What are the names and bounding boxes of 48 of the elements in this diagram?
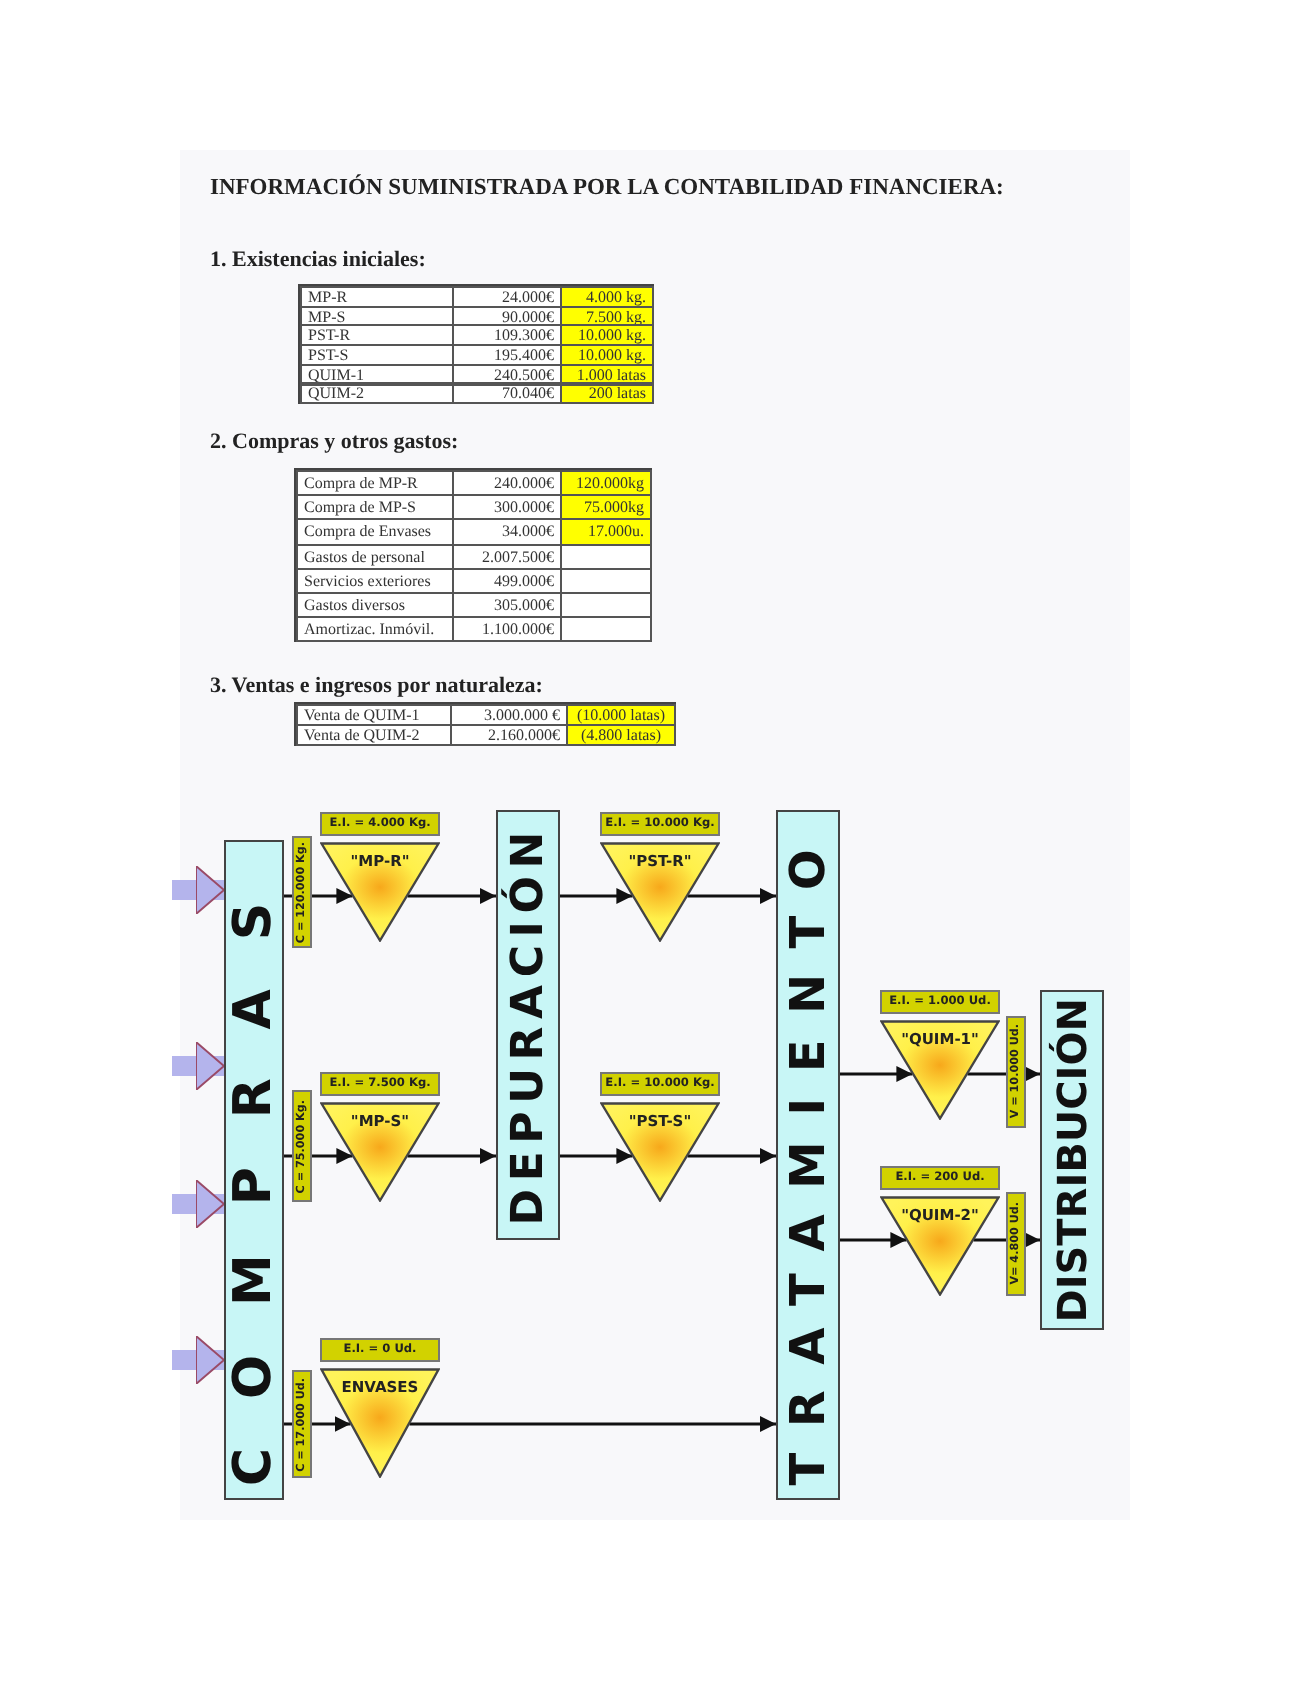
section-heading: 3. Ventas e ingresos por naturaleza: — [210, 674, 543, 698]
arrow — [407, 1148, 496, 1164]
arrow — [687, 888, 776, 904]
table-cell: 75.000kg — [560, 494, 652, 521]
block-arrow — [172, 1335, 225, 1385]
section-heading: 1. Existencias iniciales: — [210, 248, 426, 272]
section-heading: 2. Compras y otros gastos: — [210, 430, 459, 454]
table-cell: 2.160.000€ — [450, 723, 568, 746]
arrow — [560, 888, 633, 904]
stock-triangle — [320, 1368, 440, 1478]
table-cell: 10.000 kg. — [560, 344, 654, 366]
table-cell: Venta de QUIM-2 — [296, 723, 452, 746]
arrow — [407, 888, 496, 904]
stage-box — [776, 810, 840, 1500]
stock-triangle — [600, 842, 720, 942]
block-arrow — [172, 1041, 225, 1091]
stock-triangle — [320, 1102, 440, 1202]
table-cell: 10.000 kg. — [560, 324, 654, 347]
table-cell: 4.000 kg. — [560, 286, 654, 308]
stock-triangle — [880, 1020, 1000, 1120]
table-cell: 17.000u. — [560, 518, 652, 546]
arrow — [840, 1066, 913, 1082]
arrow — [560, 1148, 633, 1164]
table-cell: Venta de QUIM-1 — [296, 704, 452, 726]
stage-label: DEPURACIÓN — [503, 824, 553, 1226]
block-arrow — [172, 865, 225, 915]
stage-label: DISTRIBUCIÓN — [1048, 997, 1096, 1323]
stage-label: TRATAMIENTO — [780, 824, 836, 1486]
arrow — [687, 1148, 776, 1164]
stage-box — [496, 810, 560, 1240]
table-cell: (4.800 latas) — [566, 723, 676, 746]
stock-triangle — [600, 1102, 720, 1202]
table-cell: Compra de MP-R — [296, 470, 454, 497]
table-cell: QUIM-2 — [300, 383, 454, 405]
table-cell: Amortizac. Inmóvil. — [296, 616, 454, 643]
block-arrow — [172, 1179, 225, 1229]
stage-label: COMPRAS — [224, 854, 284, 1486]
table-cell: 120.000kg — [560, 470, 652, 497]
table-cell: (10.000 latas) — [566, 704, 676, 726]
stock-triangle — [320, 842, 440, 942]
table-cell: QUIM-1 — [300, 363, 454, 385]
arrow — [840, 1232, 907, 1248]
table-cell: 200 latas — [560, 383, 654, 405]
heading: INFORMACIÓN SUMINISTRADA POR LA CONTABILIDAD FINANCIERA: — [210, 176, 1004, 200]
table-cell: MP-R — [300, 286, 454, 308]
table-cell: 1.000 latas — [560, 363, 654, 385]
stock-triangle — [880, 1196, 1000, 1296]
arrow — [409, 1416, 776, 1432]
